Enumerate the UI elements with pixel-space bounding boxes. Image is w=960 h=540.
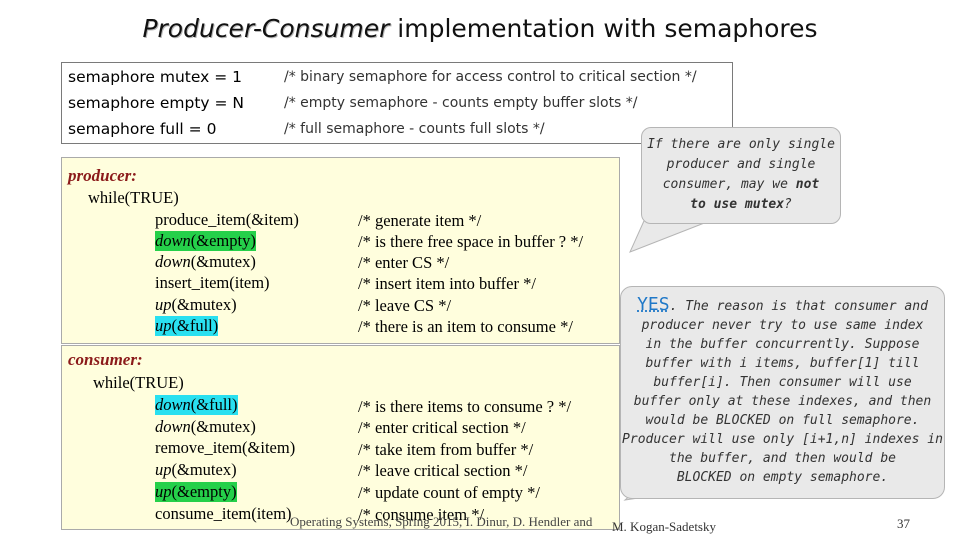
producer-line-3: down(&mutex) <box>155 252 256 271</box>
decl-mutex-comment: /* binary semaphore for access control t… <box>284 69 697 85</box>
page-number: 37 <box>897 516 910 531</box>
question-line-3: consumer, may we not <box>662 177 820 192</box>
consumer-code-block: consumer: while(TRUE) down(&full) /* is … <box>61 345 620 530</box>
consumer-loop: while(TRUE) <box>93 373 184 392</box>
decl-mutex: semaphore mutex = 1 <box>68 68 242 86</box>
title-rest: implementation with semaphores <box>389 14 818 43</box>
question-line-4: to use mutex? <box>690 197 792 212</box>
consumer-comment-4: /* leave critical section */ <box>358 461 528 480</box>
decl-empty-comment: /* empty semaphore - counts empty buffer… <box>284 95 638 111</box>
consumer-comment-3: /* take item from buffer */ <box>358 440 534 459</box>
producer-comment-4: /* insert item into buffer */ <box>358 274 536 293</box>
semaphore-declarations: semaphore mutex = 1 /* binary semaphore … <box>61 62 733 144</box>
decl-full-comment: /* full semaphore - counts full slots */ <box>284 121 545 137</box>
question-line-1: If there are only single <box>647 137 835 152</box>
producer-line-6: up(&full) <box>155 316 219 336</box>
answer-line: in the buffer concurrently. Suppose <box>645 337 920 352</box>
answer-line: buffer only at these indexes, and then <box>633 394 932 409</box>
answer-line: the buffer, and then would be <box>669 451 896 466</box>
producer-label: producer: <box>68 166 137 185</box>
answer-line-1: YES. The reason is that consumer and <box>637 294 928 315</box>
producer-line-4: insert_item(item) <box>155 273 270 292</box>
consumer-comment-6: /* consume item */ <box>358 505 485 524</box>
producer-comment-6: /* there is an item to consume */ <box>358 317 573 336</box>
answer-line: buffer[i]. Then consumer will use <box>653 375 912 390</box>
producer-loop: while(TRUE) <box>88 188 179 207</box>
answer-line: buffer with i items, buffer[1] till <box>645 356 920 371</box>
producer-comment-5: /* leave CS */ <box>358 296 452 315</box>
consumer-comment-2: /* enter critical section */ <box>358 418 526 437</box>
producer-comment-3: /* enter CS */ <box>358 253 450 272</box>
consumer-line-6: consume_item(item) <box>155 504 292 523</box>
slide-title: Producer-Consumer implementation with se… <box>0 14 960 43</box>
answer-line: producer never try to use same index <box>641 318 924 333</box>
decl-full: semaphore full = 0 <box>68 120 217 138</box>
producer-code-block: producer: while(TRUE) produce_item(&item… <box>61 157 620 344</box>
producer-comment-1: /* generate item */ <box>358 211 482 230</box>
answer-line: BLOCKED on empty semaphore. <box>676 470 889 485</box>
question-line-2: producer and single <box>666 157 816 172</box>
decl-empty: semaphore empty = N <box>68 94 245 112</box>
consumer-line-1: down(&full) <box>155 395 238 415</box>
consumer-line-3: remove_item(&item) <box>155 438 296 457</box>
answer-line: Producer will use only [i+1,n] indexes i… <box>622 432 943 447</box>
consumer-comment-5: /* update count of empty */ <box>358 483 540 502</box>
producer-line-1: produce_item(&item) <box>155 210 299 229</box>
title-emphasis: Producer-Consumer <box>142 14 390 43</box>
consumer-comment-1: /* is there items to consume ? */ <box>358 397 572 416</box>
consumer-line-4: up(&mutex) <box>155 460 237 479</box>
footer-author: M. Kogan-Sadetsky <box>612 519 716 534</box>
question-callout: If there are only single producer and si… <box>641 127 841 224</box>
consumer-line-2: down(&mutex) <box>155 417 256 436</box>
answer-line: would be BLOCKED on full semaphore. <box>645 413 920 428</box>
consumer-label: consumer: <box>68 350 143 369</box>
producer-line-2: down(&empty) <box>155 231 256 251</box>
producer-line-5: up(&mutex) <box>155 295 237 314</box>
footer-text: Operating Systems, Spring 2015, I. Dinur… <box>290 514 593 529</box>
answer-callout: YES. The reason is that consumer and pro… <box>620 286 945 499</box>
yes-label: YES <box>637 294 670 315</box>
producer-comment-2: /* is there free space in buffer ? */ <box>358 232 584 251</box>
consumer-line-5: up(&empty) <box>155 482 237 502</box>
